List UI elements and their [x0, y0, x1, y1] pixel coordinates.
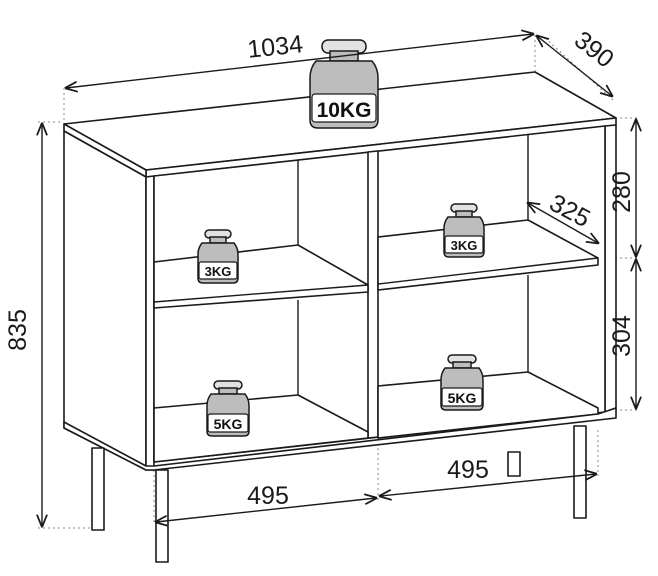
weight-icon-lower-right: 5KG: [440, 354, 484, 411]
bottom-panel-right: [377, 371, 599, 439]
weight-label-top: 10KG: [317, 99, 372, 122]
weight-label-upper-left: 3KG: [205, 264, 232, 279]
dimension-width-label: 1034: [246, 30, 304, 64]
dimension-height-label: 835: [4, 309, 32, 351]
cabinet-body: [63, 71, 617, 471]
dimension-right-width-label: 495: [447, 456, 489, 484]
dimension-upper-compartment-label: 280: [608, 171, 636, 213]
dimension-arrow-icon: [42, 34, 636, 526]
dimension-depth-label: 390: [569, 26, 619, 74]
weight-icon-lower-left: 5KG: [206, 380, 250, 437]
weight-icon-upper-left: 3KG: [197, 229, 239, 284]
weight-icon-upper-right: 3KG: [443, 203, 485, 258]
base-plinth: [63, 407, 617, 471]
left-side-panel: [63, 130, 147, 471]
right-side-panel: [604, 124, 617, 413]
dimension-left-width-label: 495: [247, 482, 289, 510]
weight-label-lower-left: 5KG: [214, 416, 243, 432]
middle-divider: [367, 150, 379, 439]
dimension-lower-compartment-label: 304: [608, 315, 636, 357]
weight-label-upper-right: 3KG: [451, 238, 478, 253]
weight-label-lower-right: 5KG: [448, 390, 477, 406]
legs-back: [507, 451, 521, 477]
